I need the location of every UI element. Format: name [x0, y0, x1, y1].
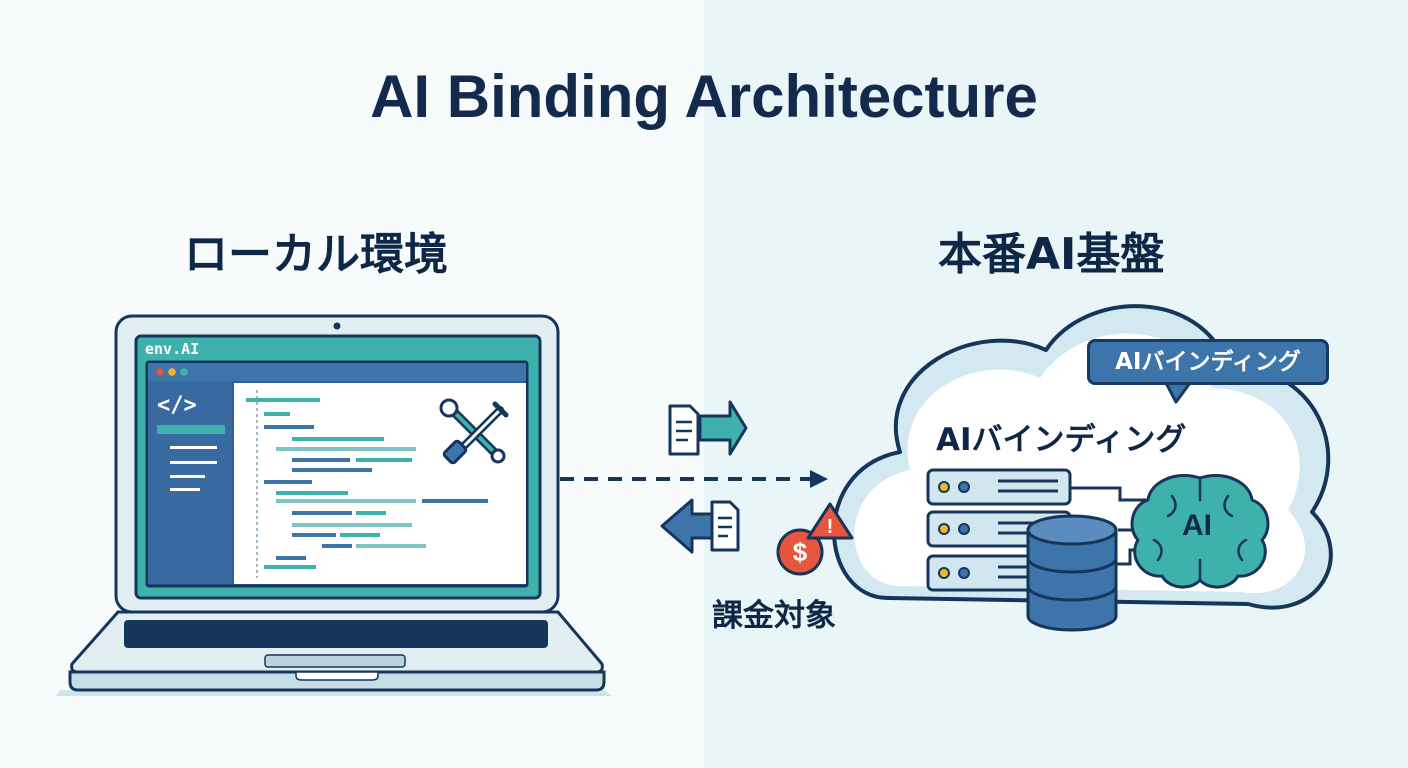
ai-chip-label: AI: [1182, 509, 1212, 542]
ai-binding-badge: AIバインディング: [1087, 339, 1329, 385]
window-minimize-dot: [168, 368, 176, 376]
screen-tab-label: env.AI: [145, 340, 200, 358]
code-icon: </>: [157, 393, 197, 418]
brain-icon: [1130, 473, 1270, 589]
warning-icon: !: [806, 502, 854, 540]
page-title: AI Binding Architecture: [370, 63, 1038, 130]
wrench-screwdriver-icon: [439, 398, 509, 465]
document-arrow-left-icon: [660, 498, 740, 554]
dollar-symbol: $: [793, 537, 808, 567]
editor-sidebar: [148, 381, 232, 584]
database-icon: [1026, 514, 1118, 632]
billing-label: 課金対象: [712, 598, 836, 634]
local-heading: ローカル環境: [184, 229, 448, 280]
cloud-label: AIバインディング: [936, 422, 1187, 458]
laptop-keyboard: [124, 620, 548, 648]
window-zoom-dot: [180, 368, 188, 376]
production-heading: 本番AI基盤: [938, 229, 1165, 280]
laptop-illustration: </>: [56, 314, 612, 696]
window-close-dot: [156, 368, 164, 376]
warning-symbol: !: [827, 516, 834, 538]
code-lines: [246, 398, 488, 569]
laptop-trackpad: [264, 654, 406, 668]
dollar-icon: $: [776, 528, 824, 576]
document-arrow-right-icon: [668, 400, 748, 456]
connection-line: [560, 470, 828, 488]
